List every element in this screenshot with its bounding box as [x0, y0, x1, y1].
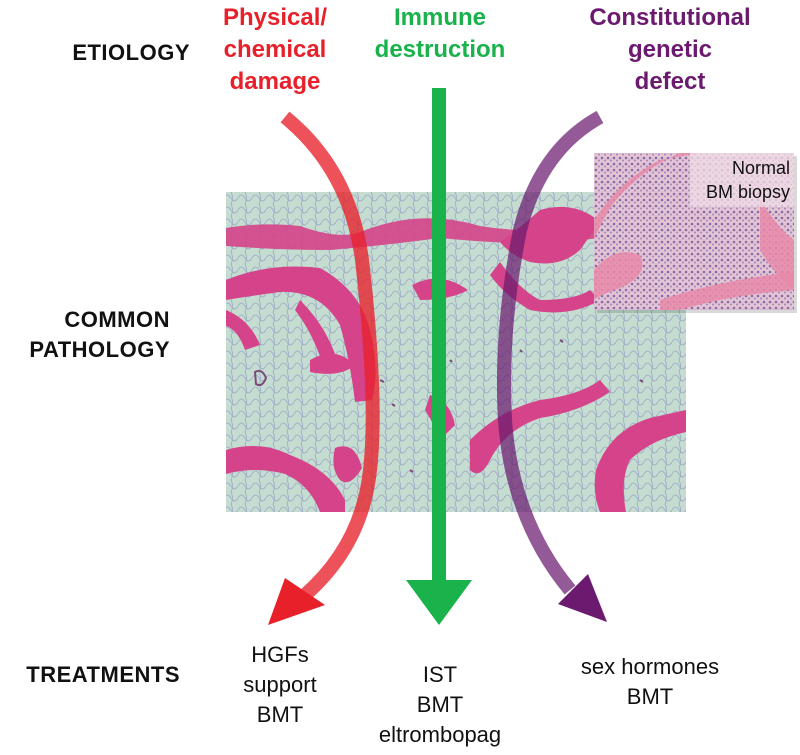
physical-chemical-arrow: [268, 111, 380, 625]
normal-bm-biopsy-label: Normal BM biopsy: [705, 158, 790, 202]
treatment-physical-chemical: HGFs support BMT: [243, 642, 317, 727]
etiology-physical-chemical: Physical/ chemical damage: [222, 4, 328, 95]
genetic-defect-arrow: [497, 110, 607, 622]
treatments-row-label: TREATMENTS: [26, 662, 180, 687]
etiology-row-label: ETIOLOGY: [72, 40, 190, 65]
pathology-row-label: COMMON PATHOLOGY: [29, 307, 170, 362]
etiology-immune: Immune destruction: [374, 4, 506, 63]
immune-destruction-arrow: [406, 88, 472, 625]
treatment-genetic: sex hormones BMT: [580, 654, 720, 709]
etiology-genetic: Constitutional genetic defect: [589, 4, 751, 95]
treatment-immune: IST BMT eltrombopag: [378, 662, 502, 747]
normal-bm-inset: [594, 153, 797, 313]
